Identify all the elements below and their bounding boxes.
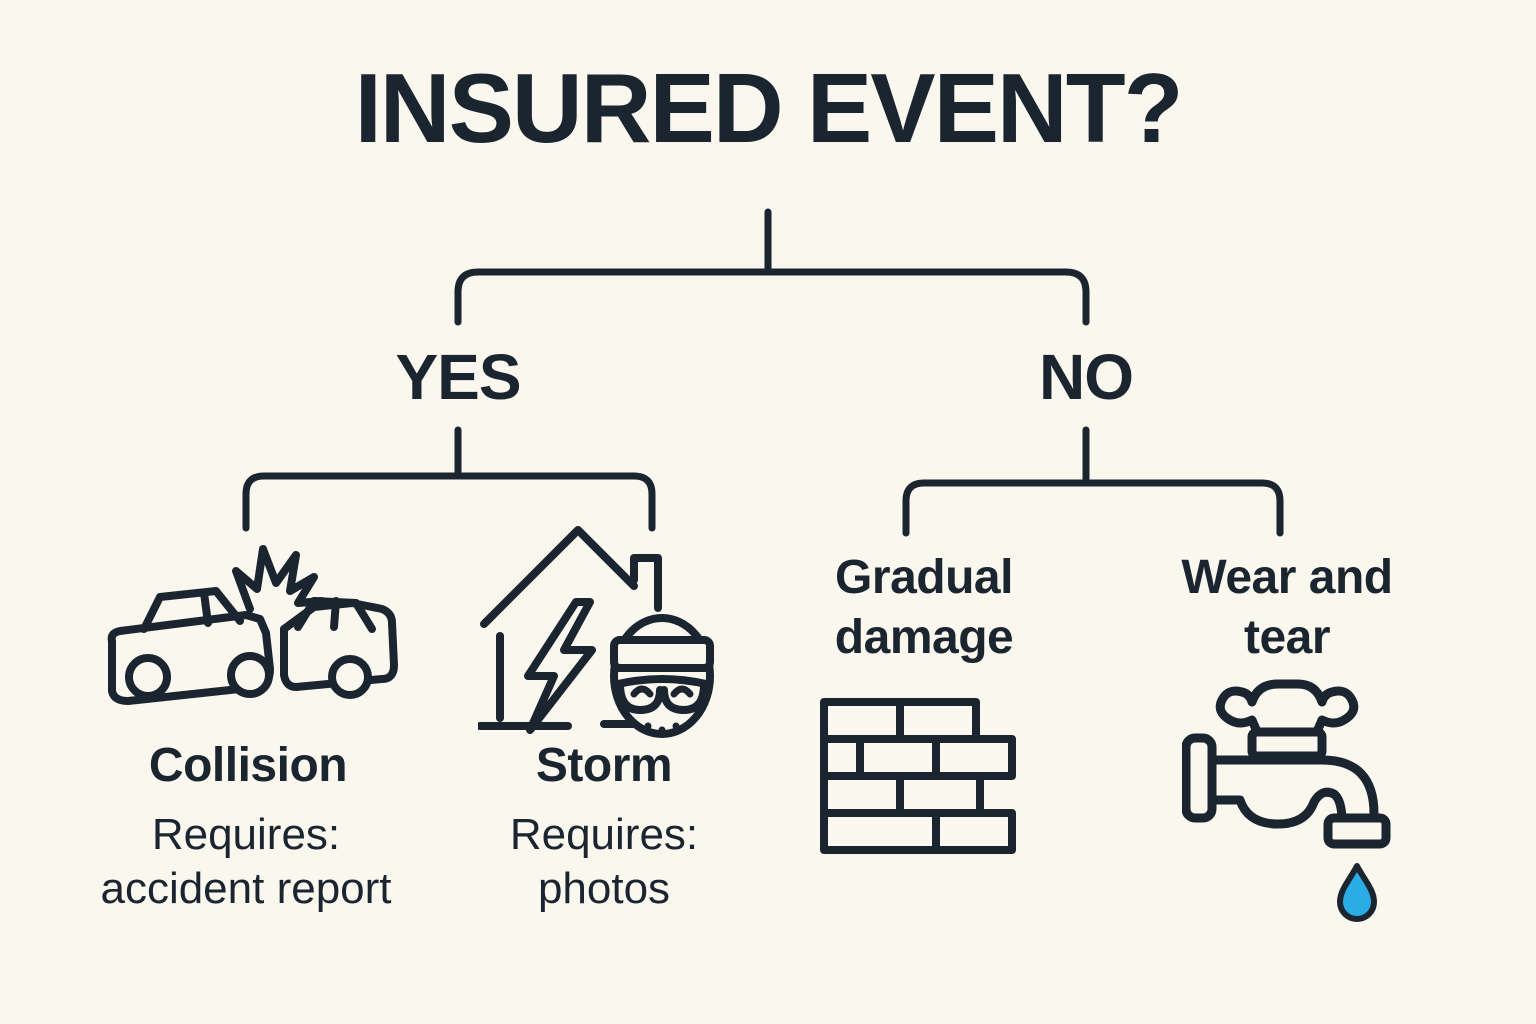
wear-and-tear-line1: Wear and: [1181, 551, 1393, 604]
brick: [820, 698, 904, 743]
faucet-nozzle: [1323, 813, 1391, 849]
page-title: INSURED EVENT?: [354, 53, 1184, 163]
storm-requires: Requires: photos: [510, 808, 698, 916]
right-car-window-divider: [330, 597, 340, 631]
burglar-eye-right: [670, 685, 694, 698]
requires-value: accident report: [100, 864, 392, 913]
brick: [820, 772, 904, 817]
burglar-goggle-right: [660, 680, 708, 714]
branch-label-yes: YES: [395, 341, 521, 413]
yes-no-bracket-line: [454, 268, 1090, 326]
burglar-goggles-brow: [614, 675, 710, 688]
wear-and-tear-line2: tear: [1243, 611, 1331, 664]
collision-label: Collision: [148, 739, 348, 792]
brick: [896, 772, 984, 817]
brick-wall-icon: [820, 698, 1016, 854]
burglar-goggle-left: [616, 680, 664, 714]
gradual-damage-line2: damage: [834, 611, 1014, 664]
gradual-damage-label: Gradual damage: [834, 548, 1014, 668]
burglar-eye-left: [630, 685, 654, 698]
dripping-faucet-icon: [1182, 679, 1391, 922]
burglar-stubble-dot: [672, 722, 680, 730]
storm-label: Storm: [535, 739, 673, 792]
impact-starburst-shape: [232, 545, 326, 613]
faucet-spout-inner: [1207, 787, 1347, 829]
right-car-body: [280, 599, 398, 691]
brick: [820, 809, 940, 854]
brick: [932, 809, 1016, 854]
water-drop-icon: [1337, 863, 1377, 922]
burglar-hat-band: [610, 636, 714, 672]
brick: [856, 735, 940, 780]
collision-requires: Requires: accident report: [100, 808, 391, 916]
gradual-wear-bracket-line: [902, 479, 1284, 537]
brick: [896, 698, 980, 743]
faucet-spout-outer: [1207, 755, 1379, 827]
car-collision-icon: [107, 545, 398, 705]
house-chimney: [630, 554, 662, 612]
brick: [932, 735, 1016, 780]
burglar-stubble-dot: [658, 726, 666, 734]
faucet-handle: [1215, 679, 1359, 739]
branch-label-no: NO: [1039, 341, 1134, 413]
wheel: [125, 654, 171, 700]
wheel: [227, 652, 273, 698]
lightning-bolt-shape: [524, 598, 596, 734]
storm-house-burglar-icon: [478, 526, 714, 738]
house-roof: [480, 526, 638, 628]
requires-label: Requires:: [151, 810, 341, 859]
requires-value: photos: [537, 864, 671, 913]
left-car-cabin: [140, 587, 244, 633]
gradual-damage-line1: Gradual: [835, 551, 1013, 604]
burglar-stubble-dot: [644, 722, 652, 730]
brick: [820, 735, 864, 780]
faucet-collar: [1247, 727, 1327, 761]
wheel: [328, 655, 372, 699]
left-car-window-divider: [200, 589, 212, 627]
requires-label: Requires:: [509, 810, 699, 859]
faucet-wall-plate: [1182, 733, 1217, 823]
wear-and-tear-label: Wear and tear: [1181, 548, 1393, 668]
